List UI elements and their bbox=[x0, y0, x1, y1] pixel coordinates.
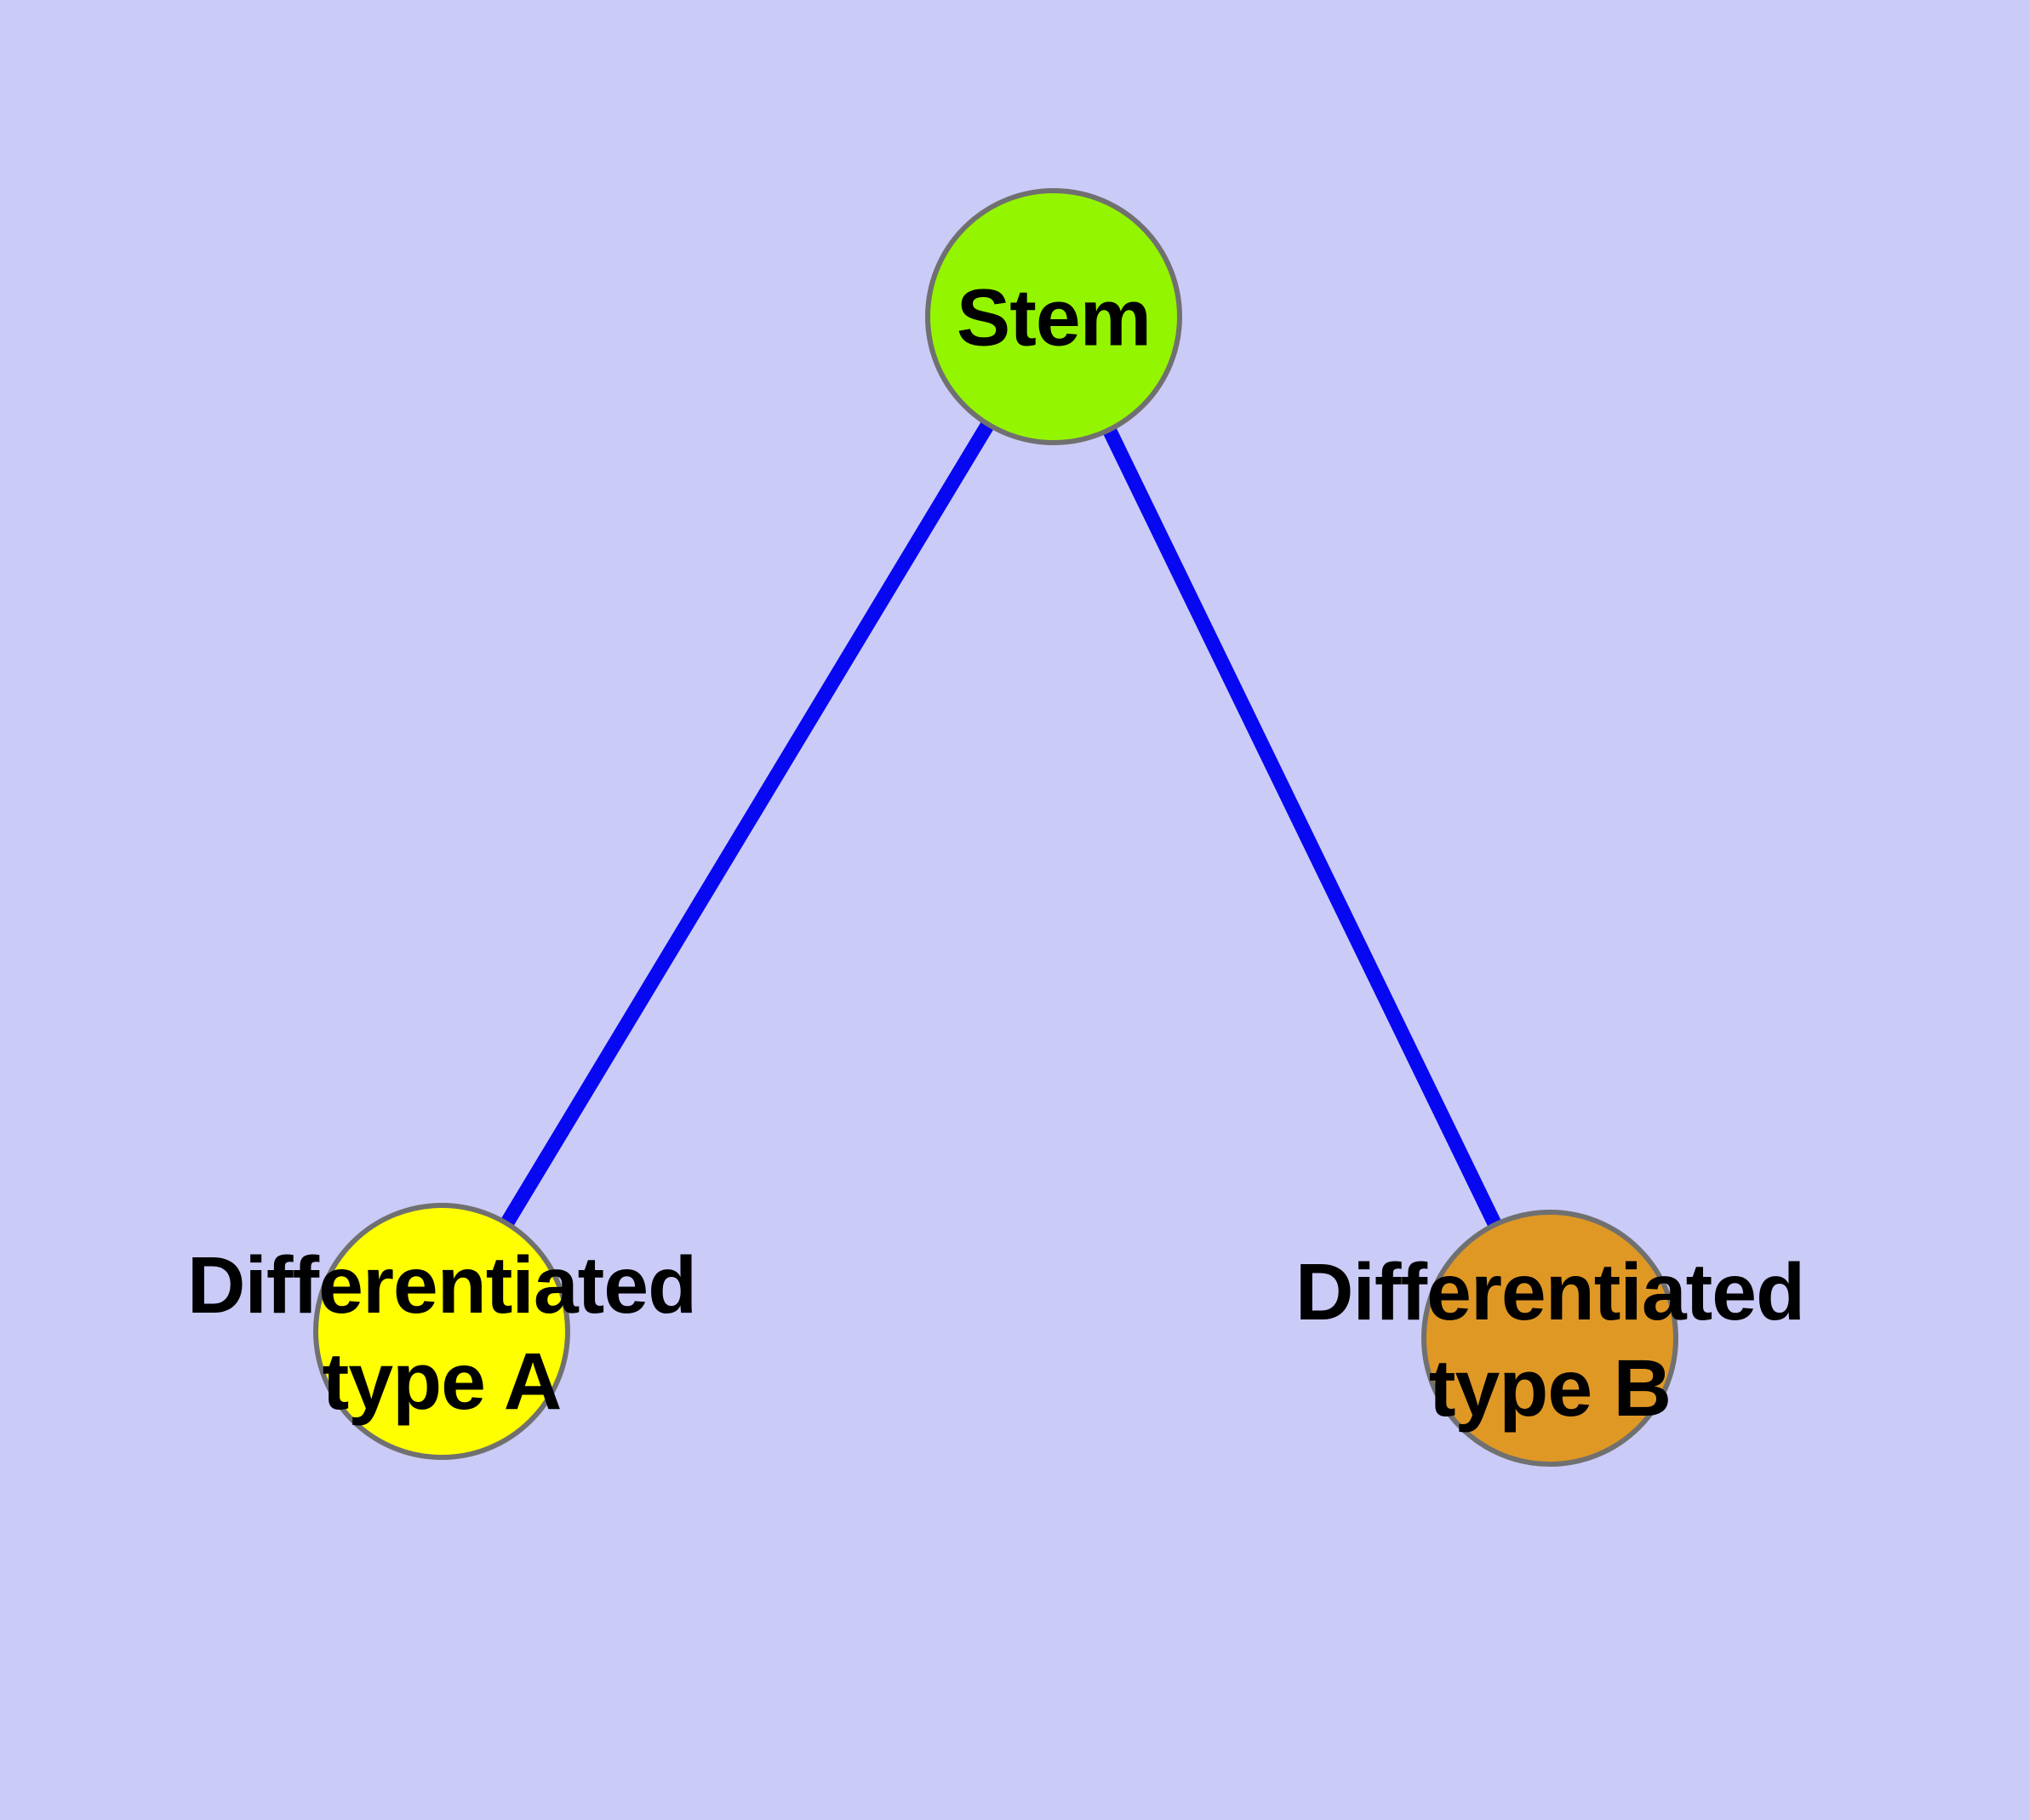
edge-stem-to-type-b bbox=[1047, 312, 1557, 1342]
node-differentiated-type-b bbox=[1421, 1210, 1678, 1467]
node-differentiated-type-a bbox=[313, 1203, 570, 1460]
node-label-differentiated-type-b: Differentiated type B bbox=[1295, 1247, 1805, 1434]
node-label-stem: Stem bbox=[956, 272, 1152, 363]
node-stem bbox=[925, 188, 1182, 445]
node-label-differentiated-type-a: Differentiated type A bbox=[186, 1240, 697, 1427]
edge-stem-to-type-a bbox=[435, 312, 1060, 1336]
